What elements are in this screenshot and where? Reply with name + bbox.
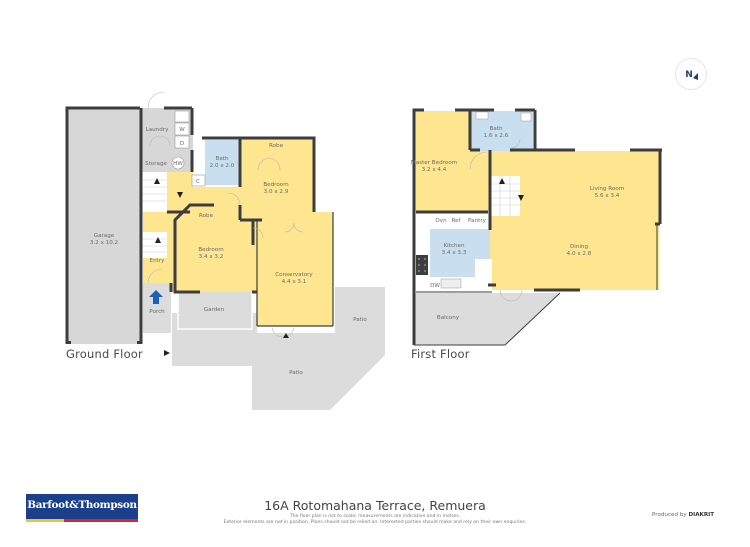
room-size-bath: 2.0 x 2.0 [210,163,235,169]
room-label-patio-right: Patio [353,317,367,323]
garden-area [177,286,253,330]
ground-floor-plan: Garage 3.2 x 10.2 Laundry Storage HW W D… [65,91,385,410]
produced-by: Produced by DIAKRIT [652,512,714,518]
logo-red-bar [64,519,138,522]
produced-by-prefix: Produced by [652,512,687,518]
room-label-entry: Entry [150,258,166,264]
room-size-dining: 4.0 x 2.8 [567,251,592,257]
room-size-bedroom-1: 3.0 x 2.9 [264,189,289,195]
room-label-conservatory: Conservatory [275,272,313,278]
produced-by-brand: DIAKRIT [688,512,715,518]
room-label-laundry: Laundry [146,127,169,133]
room-label-dining: Dining [570,244,589,250]
first-floor-title: First Floor [411,347,470,361]
disclaimer-line-2: Exterior elements are not in position. P… [223,520,527,525]
room-size-first-bath: 1.6 x 2.6 [484,133,509,139]
property-address: 16A Rotomahana Terrace, Remuera [264,498,486,513]
fixture-label-cupboard: C [196,179,200,185]
logo-yellow-bar [26,519,64,522]
disclaimer-line-1: The floor plan is not to scale; measurem… [289,514,461,519]
room-label-first-bath: Bath [489,126,502,132]
room-label-porch: Porch [149,309,165,315]
first-floor-living-area [414,111,659,290]
fixture-label-washer: W [179,127,185,133]
porch-area [143,283,171,333]
room-label-robe-left: Robe [199,213,214,219]
room-label-living-room: Living Room [590,186,624,192]
room-label-kitchen: Kitchen [443,243,464,249]
floorplan: Garage 3.2 x 10.2 Laundry Storage HW W D… [65,91,662,410]
fixture-label-fridge: Ref [451,218,461,224]
agency-logo-text: Barfoot&Thompson [27,499,137,511]
room-label-bedroom-1: Bedroom [263,182,288,188]
compass-north-label: N [685,70,693,80]
fixture-label-pantry: Pantry [468,218,487,224]
room-label-balcony: Balcony [437,315,460,321]
room-label-garden: Garden [204,307,225,313]
room-label-bath: Bath [215,156,228,162]
room-size-living-room: 5.6 x 3.4 [595,193,620,199]
ground-living-area [143,138,333,326]
fixture-label-dryer: D [180,141,184,147]
room-size-garage: 3.2 x 10.2 [90,240,118,246]
bath-area [205,140,240,185]
room-size-bedroom-2: 3.4 x 3.2 [199,254,224,260]
fixture-label-dishwasher: DW [430,283,440,289]
room-label-patio-bottom: Patio [289,370,303,376]
compass-arrow-icon: N [685,70,698,80]
room-size-conservatory: 4.4 x 3.1 [282,279,307,285]
room-label-robe-top: Robe [269,143,284,149]
agency-logo: Barfoot&Thompson [26,494,138,522]
fixture-label-hw: HW [173,161,183,167]
ground-floor-title: Ground Floor [66,347,143,361]
room-label-master-bedroom: Master Bedroom [411,160,457,166]
room-label-storage: Storage [145,161,167,167]
balcony-area [414,293,560,345]
garage-area [67,108,141,344]
room-label-bedroom-2: Bedroom [198,247,223,253]
cooktop-icon [416,255,428,275]
room-label-garage: Garage [94,233,115,239]
room-size-master-bedroom: 3.2 x 4.4 [422,167,447,173]
entrance-arrow-icon [149,290,163,304]
room-size-kitchen: 3.4 x 3.3 [442,250,467,256]
fixture-label-oven: Ovn [435,218,447,224]
north-compass: N [675,58,707,90]
first-floor-plan: Master Bedroom 3.2 x 4.4 Bath 1.6 x 2.6 … [411,108,662,346]
